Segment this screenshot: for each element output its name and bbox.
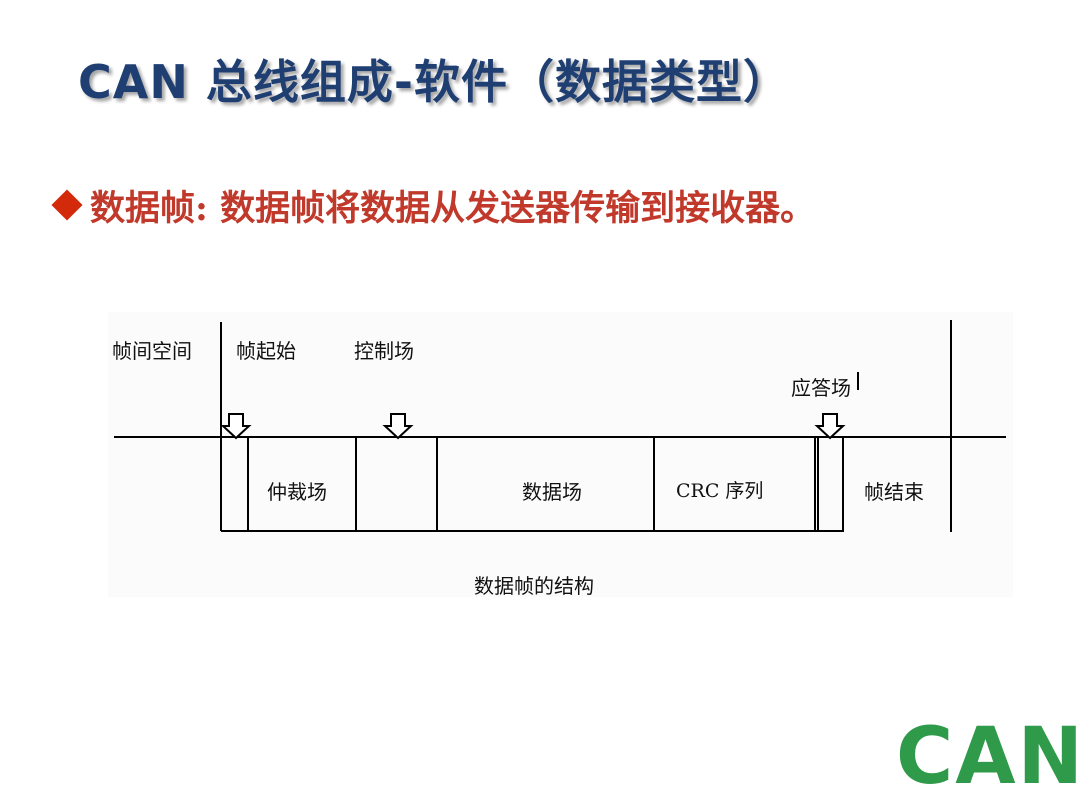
label-ack-field: 应答场	[791, 376, 851, 400]
can-logo: CAN	[896, 712, 1080, 802]
bullet-separator: :	[195, 188, 208, 229]
label-end-of-frame: 帧结束	[864, 480, 924, 504]
label-arbitration-field: 仲裁场	[267, 480, 327, 504]
diagram-caption: 数据帧的结构	[474, 574, 594, 598]
label-interframe-space: 帧间空间	[112, 339, 192, 363]
label-control-field: 控制场	[354, 339, 414, 363]
bullet-description: 数据帧将数据从发送器传输到接收器。	[220, 188, 816, 229]
label-data-field: 数据场	[522, 480, 582, 504]
slide-title: CAN 总线组成-软件（数据类型）	[78, 55, 790, 109]
ack-down-arrow-icon	[814, 413, 846, 440]
label-start-of-frame: 帧起始	[236, 339, 296, 363]
label-crc-sequence: CRC 序列	[676, 480, 764, 502]
bullet-term: 数据帧	[90, 188, 196, 229]
diagram-background	[108, 312, 1013, 597]
bullet-point: 数据帧: 数据帧将数据从发送器传输到接收器。	[50, 180, 815, 231]
sof-down-arrow-icon	[220, 413, 252, 440]
control-down-arrow-icon	[382, 413, 414, 440]
